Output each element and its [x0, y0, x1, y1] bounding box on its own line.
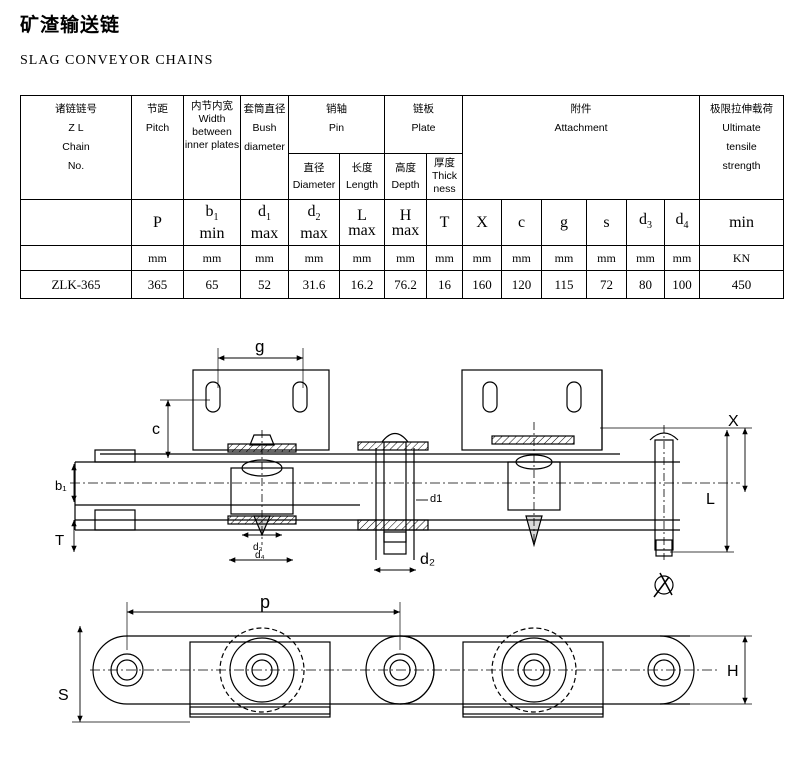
- cotter-pin: [653, 572, 674, 598]
- cell-value: 115: [541, 270, 587, 299]
- label-c: c: [152, 421, 160, 438]
- cell-value: 100: [663, 270, 701, 299]
- unit-cell: mm: [663, 245, 701, 271]
- symbol-min: min: [699, 199, 785, 246]
- cell-value: 72: [586, 270, 627, 299]
- cell-value: 31.6: [288, 270, 340, 299]
- unit-cell: mm: [131, 245, 184, 271]
- pin: [383, 441, 407, 543]
- unit-cell: mm: [240, 245, 289, 271]
- label-L: L: [706, 491, 715, 508]
- cell-value: 76.2: [384, 270, 427, 299]
- symbol-T: T: [426, 199, 463, 246]
- cell-value: 365: [131, 270, 184, 299]
- symbol-g: g: [541, 199, 587, 246]
- label-p: p: [260, 592, 270, 612]
- units-row: mm mm mm mm mm mm mm mm mm mm mm mm mm K…: [20, 245, 785, 271]
- unit-cell: mm: [462, 245, 502, 271]
- unit-cell: mm: [586, 245, 627, 271]
- unit-cell: mm: [426, 245, 463, 271]
- symbol-d3: d3: [626, 199, 665, 246]
- cell-value: 16: [426, 270, 463, 299]
- page-title-en: SLAG CONVEYOR CHAINS: [20, 53, 214, 68]
- page-title-cn: 矿渣输送链: [20, 14, 121, 36]
- symbol-d4: d4: [663, 199, 701, 246]
- label-d4: d₄: [255, 550, 265, 561]
- data-row: ZLK-365 365 65 52 31.6 16.2 76.2 16 160 …: [20, 270, 785, 299]
- cell-value: 80: [626, 270, 665, 299]
- unit-cell: KN: [699, 245, 785, 271]
- symbol-P: P: [131, 199, 184, 246]
- unit-cell: mm: [541, 245, 587, 271]
- symbol-X: X: [462, 199, 502, 246]
- label-X: X: [728, 413, 739, 430]
- label-d2: d₂: [420, 551, 435, 568]
- cell-value: 52: [240, 270, 289, 299]
- symbol-s: s: [586, 199, 627, 246]
- cell-value: 160: [462, 270, 502, 299]
- cell-value: 65: [183, 270, 241, 299]
- label-T: T: [55, 532, 64, 549]
- label-S: S: [58, 687, 69, 704]
- cell-value: 450: [699, 270, 785, 299]
- cell-chain-no: ZLK-365: [20, 270, 132, 299]
- unit-cell: mm: [288, 245, 340, 271]
- unit-cell: mm: [626, 245, 665, 271]
- symbol-c: c: [501, 199, 542, 246]
- cell-value: 120: [501, 270, 542, 299]
- cell-value: 16.2: [339, 270, 385, 299]
- top-view: p S H: [58, 592, 752, 723]
- side-view: g c b₁ T d₃ d₄ d1 d₂ X L: [55, 337, 752, 598]
- attachment-top-1: [189, 641, 331, 715]
- unit-cell: mm: [183, 245, 241, 271]
- label-d1: d1: [430, 493, 442, 505]
- attachment-top-2: [462, 641, 604, 715]
- label-d3: d₃: [253, 542, 263, 553]
- unit-cell: mm: [339, 245, 385, 271]
- label-g: g: [255, 337, 264, 356]
- label-H: H: [727, 663, 739, 680]
- unit-cell: mm: [501, 245, 542, 271]
- unit-cell: mm: [384, 245, 427, 271]
- chain-technical-drawing: g c b₁ T d₃ d₄ d1 d₂ X L: [55, 337, 752, 723]
- label-b1: b₁: [55, 478, 67, 493]
